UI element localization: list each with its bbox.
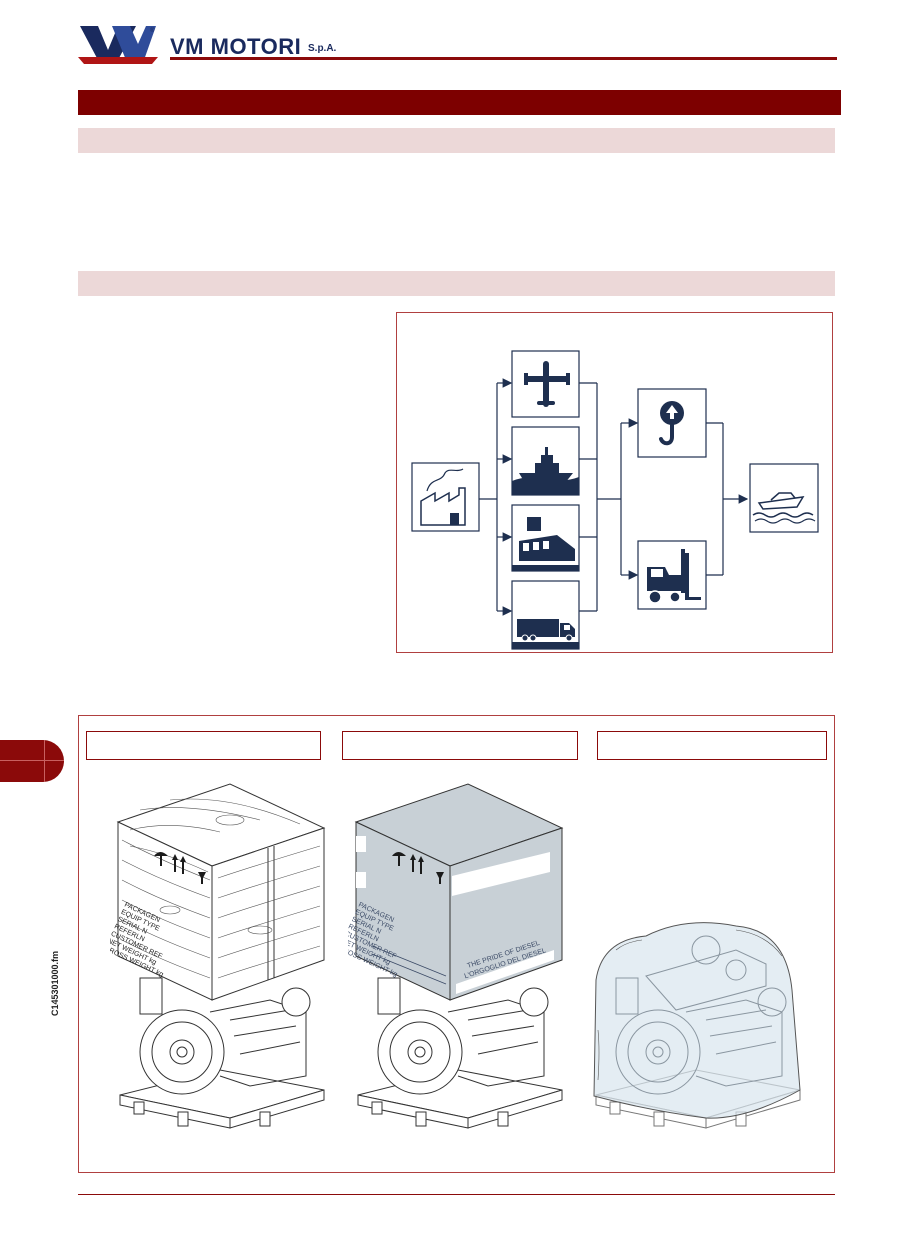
train-icon	[511, 504, 580, 572]
header-rule	[170, 57, 837, 60]
footer-rule	[78, 1194, 835, 1195]
cardboard-box-illustration: PACKAGEN EQUIP TYPE SERIAL N REFERLN CUS…	[348, 783, 564, 1129]
section-header-1	[78, 128, 835, 153]
airplane-icon	[511, 350, 580, 418]
file-label: C145301000.fm	[50, 950, 60, 1016]
wooden-crate-illustration: PACKAGEN EQUIP TYPE SERIAL N REFERLN CUS…	[110, 783, 326, 1129]
chapter-tab-divider	[0, 760, 64, 761]
label-box-plastic-wrap	[597, 731, 827, 760]
brand-suffix: S.p.A.	[308, 43, 337, 54]
label-box-wooden-crate	[86, 731, 321, 760]
truck-icon	[511, 580, 580, 650]
chapter-tab-divider	[44, 740, 45, 782]
plastic-wrap-illustration	[593, 922, 801, 1129]
svg-text:®: ®	[150, 27, 155, 34]
forklift-icon	[637, 540, 707, 610]
factory-icon	[411, 462, 480, 532]
brand-name: VM MOTORI	[170, 34, 302, 59]
chapter-tab	[0, 740, 64, 782]
boat-icon	[749, 463, 819, 533]
transport-diagram	[396, 312, 833, 653]
transport-flow-svg	[411, 350, 819, 650]
section-header-2	[78, 271, 835, 296]
label-box-cardboard	[342, 731, 578, 760]
packaging-panel	[78, 715, 835, 1173]
vm-logo-icon: ®	[78, 26, 158, 64]
page-title-bar	[78, 90, 841, 115]
crane-hook-icon	[637, 388, 707, 458]
ship-icon	[511, 426, 580, 496]
